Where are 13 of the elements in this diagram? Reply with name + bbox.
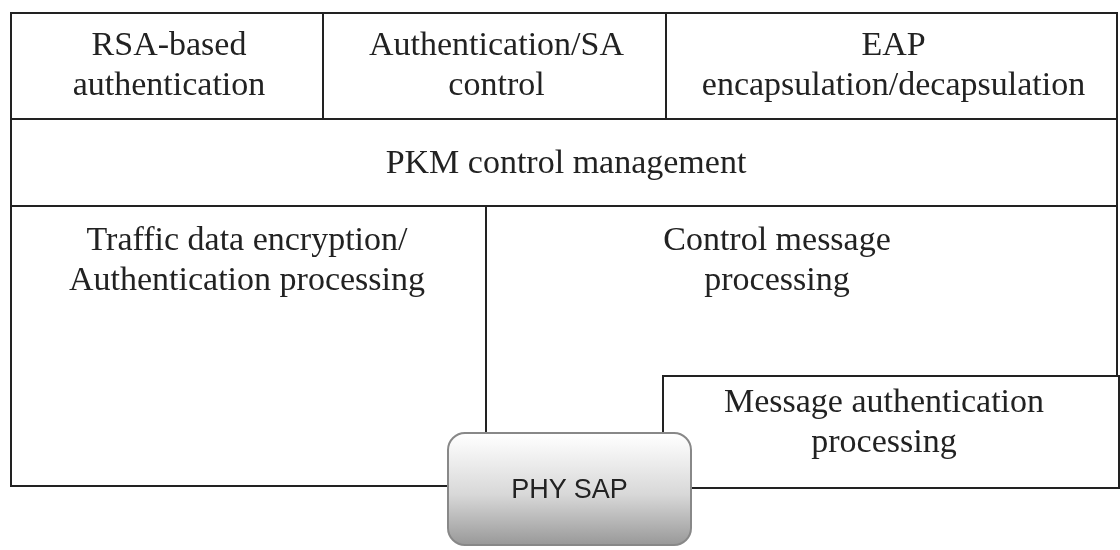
layer-box <box>665 12 1118 120</box>
box-label: PKM control management <box>384 142 748 182</box>
box-label: EAP encapsulation/decapsulation <box>700 24 1087 104</box>
sap-box <box>447 432 692 546</box>
box-label: Control message processing <box>662 219 892 299</box>
box-label: PHY SAP <box>511 473 628 506</box>
box-label: Message authentication processing <box>722 381 1046 461</box>
layer-box <box>10 118 1118 207</box>
box-label: Traffic data encryption/ Authentication processing <box>68 219 426 299</box>
box-label: RSA-based authentication <box>71 24 267 104</box>
layer-box <box>662 375 1120 489</box>
layer-box <box>10 12 324 120</box>
box-label: Authentication/SA control <box>368 24 625 104</box>
